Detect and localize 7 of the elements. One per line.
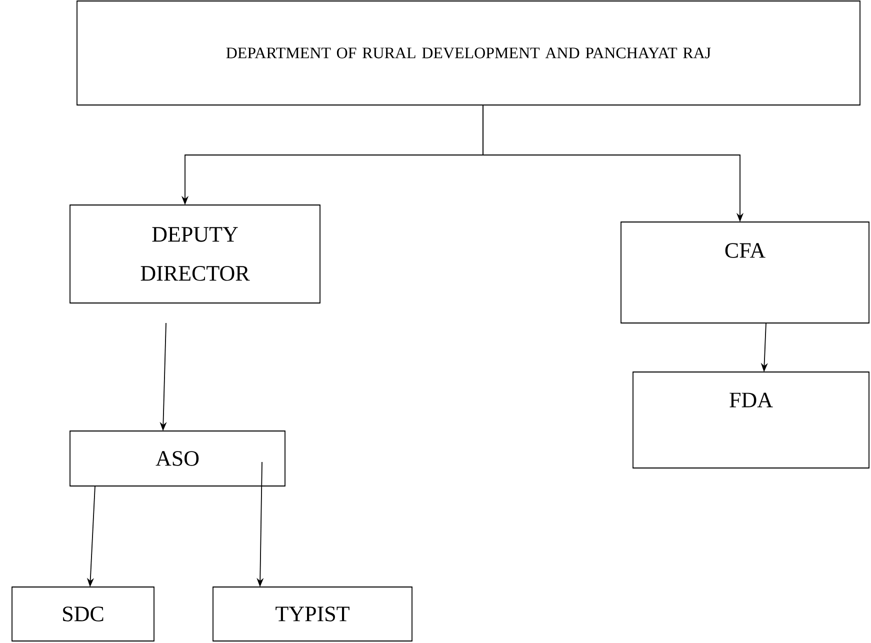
role-box: CFA (620, 222, 870, 324)
role-box: SDC (12, 586, 154, 642)
role-box: ASO (70, 430, 286, 486)
role-box: FDA (632, 372, 870, 468)
role-box: DEPUTY DIRECTOR (70, 204, 320, 304)
role-box: TYPIST (212, 586, 412, 642)
department-box: DEPARTMENT OF RURAL DEVELOPMENT AND PANCHAYAT RAJ (76, 0, 860, 106)
